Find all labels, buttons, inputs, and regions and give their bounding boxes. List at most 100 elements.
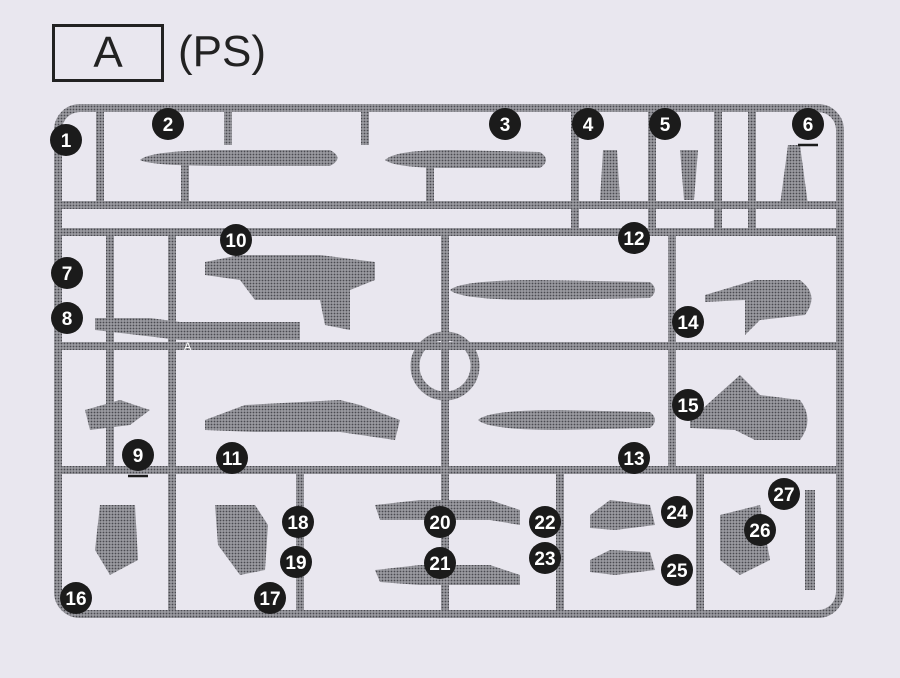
part-number-10: 10: [220, 224, 252, 256]
part-number-circle: [280, 546, 312, 578]
part-number-17: 17: [254, 582, 286, 614]
part-number-circle: [282, 506, 314, 538]
part-number-circle: [60, 582, 92, 614]
part-number-26: 26: [744, 514, 776, 546]
part-number-16: 16: [60, 582, 92, 614]
part-number-label: 26: [749, 521, 770, 542]
part-number-circle: [51, 302, 83, 334]
part-number-18: 18: [282, 506, 314, 538]
part-number-14: 14: [672, 306, 704, 338]
sprue-frame: [54, 104, 844, 618]
part-number-label: 1: [61, 131, 72, 152]
part-shape-12: [450, 280, 655, 300]
sprue-subtitle: (PS): [178, 27, 266, 76]
part-number-8: 8: [51, 302, 83, 334]
part-number-circle: [649, 108, 681, 140]
part-number-label: 16: [65, 589, 86, 610]
sprue-parts: [85, 145, 815, 590]
part-number-circle: [572, 108, 604, 140]
part-number-27: 27: [768, 478, 800, 510]
part-number-circle: [768, 478, 800, 510]
sprue-letter-box: A: [52, 24, 164, 82]
part-number-circle: [424, 506, 456, 538]
center-ring: [410, 331, 480, 401]
part-number-circle: [152, 108, 184, 140]
part-number-label: 22: [534, 513, 555, 534]
part-number-label: 14: [677, 313, 699, 334]
part-number-20: 20: [424, 506, 456, 538]
part-number-4: 4: [572, 108, 604, 140]
part-shape-6: [780, 145, 808, 205]
part-shape-25: [590, 550, 655, 575]
part-number-label: 18: [287, 513, 308, 534]
part-shape-5: [680, 150, 698, 200]
part-number-label: 15: [677, 396, 699, 417]
part-number-circle: [529, 542, 561, 574]
part-shape-10: [205, 255, 375, 330]
part-shape-14: [705, 280, 812, 335]
part-shape-3: [385, 150, 546, 168]
part-shape-27: [805, 490, 815, 590]
part-number-circle: [661, 554, 693, 586]
part-number-13: 13: [618, 442, 650, 474]
part-shape-2: [140, 150, 338, 166]
part-shape-13: [478, 410, 655, 430]
part-number-circle: [489, 108, 521, 140]
part-shape-9: [85, 400, 150, 430]
part-number-7: 7: [51, 257, 83, 289]
part-number-12: 12: [618, 222, 650, 254]
part-number-5: 5: [649, 108, 681, 140]
part-number-label: 21: [429, 554, 451, 575]
part-number-label: 12: [623, 229, 644, 250]
part-number-circle: [220, 224, 252, 256]
part-number-circle: [254, 582, 286, 614]
part-number-24: 24: [661, 496, 693, 528]
part-number-22: 22: [529, 506, 561, 538]
part-number-circle: [529, 506, 561, 538]
part-number-6: 6: [792, 108, 824, 147]
part-number-label: 19: [285, 553, 306, 574]
part-number-label: 25: [666, 561, 688, 582]
part-number-label: 9: [133, 446, 144, 467]
part-number-circle: [792, 108, 824, 140]
part-number-19: 19: [280, 546, 312, 578]
part-number-3: 3: [489, 108, 521, 140]
part-number-circle: [672, 389, 704, 421]
part-number-label: 5: [660, 115, 671, 136]
part-number-label: 10: [225, 231, 246, 252]
part-shape-11: [205, 400, 400, 440]
frame-mark: A: [184, 341, 192, 353]
part-shape-8: [95, 318, 300, 340]
part-number-circle: [51, 257, 83, 289]
part-number-circle: [216, 442, 248, 474]
part-number-circle: [122, 439, 154, 471]
part-shape-17: [215, 505, 268, 575]
part-number-15: 15: [672, 389, 704, 421]
part-number-label: 2: [163, 115, 174, 136]
part-number-9: 9: [122, 439, 154, 478]
part-number-label: 6: [803, 115, 814, 136]
part-number-2: 2: [152, 108, 184, 140]
part-number-circle: [661, 496, 693, 528]
part-shape-4: [600, 150, 620, 200]
part-number-label: 7: [62, 264, 73, 285]
part-number-label: 11: [222, 449, 243, 470]
part-number-label: 13: [623, 449, 644, 470]
part-number-label: 3: [500, 115, 511, 136]
part-number-23: 23: [529, 542, 561, 574]
part-number-circle: [50, 124, 82, 156]
part-number-circle: [744, 514, 776, 546]
part-number-11: 11: [216, 442, 248, 474]
part-number-label: 8: [62, 309, 73, 330]
part-number-label: 27: [773, 485, 794, 506]
part-number-label: 17: [259, 589, 280, 610]
part-number-25: 25: [661, 554, 693, 586]
part-number-label: 24: [666, 503, 688, 524]
part-number-label: 4: [583, 115, 594, 136]
part-number-label: 20: [429, 513, 450, 534]
part-number-label: 23: [534, 549, 555, 570]
part-shape-15: [690, 375, 808, 440]
part-number-circle: [618, 222, 650, 254]
